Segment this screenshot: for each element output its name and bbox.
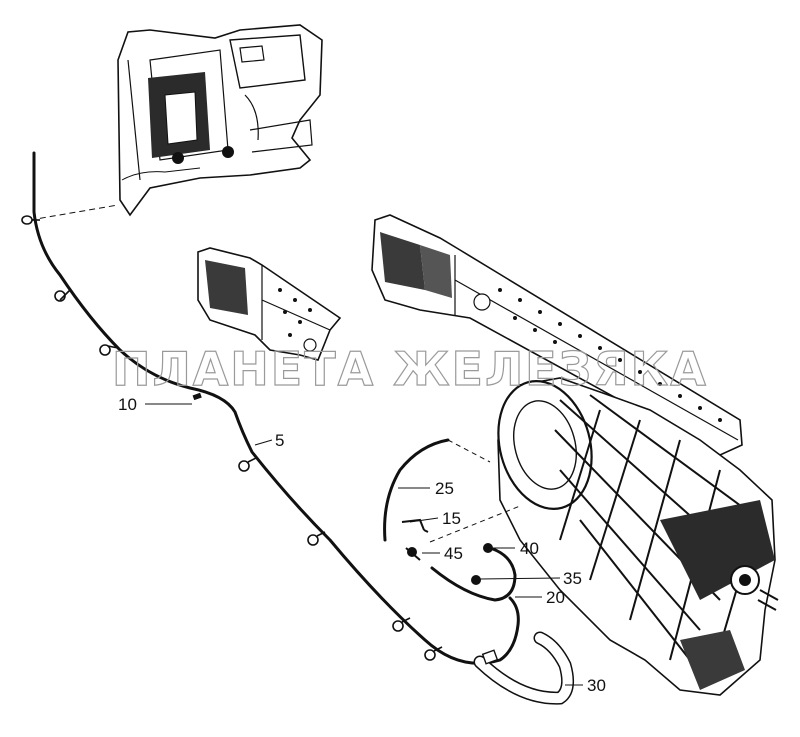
hose-25 [383,438,450,542]
tube-fitting-15 [401,518,429,533]
vent-hose [21,151,520,665]
callout-leaders [145,403,583,686]
callout-45: 45 [444,544,463,563]
watermark-text: ПЛАНЕТА ЖЕЛЕЗЯКА [112,342,708,396]
frame-bracket-drawing [197,247,342,361]
frame-rail-drawing [371,214,743,456]
corrugated-sleeve-30 [473,631,575,705]
hose-20 [430,546,517,602]
leader-15 [429,505,521,543]
fitting-45 [405,547,421,561]
callout-40: 40 [520,539,539,558]
leader-25 [447,439,491,463]
transmission-drawing [497,377,779,696]
callout-10: 10 [118,395,137,414]
callout-35: 35 [563,569,582,588]
callout-30: 30 [587,676,606,695]
callout-20: 20 [546,588,565,607]
cab-rear-wall-drawing [117,24,323,217]
fitting-35 [471,575,481,585]
callout-25: 25 [435,479,454,498]
callout-15: 15 [442,509,461,528]
callout-5: 5 [275,431,284,450]
leader-cab [29,204,119,221]
fitting-40 [483,543,493,553]
